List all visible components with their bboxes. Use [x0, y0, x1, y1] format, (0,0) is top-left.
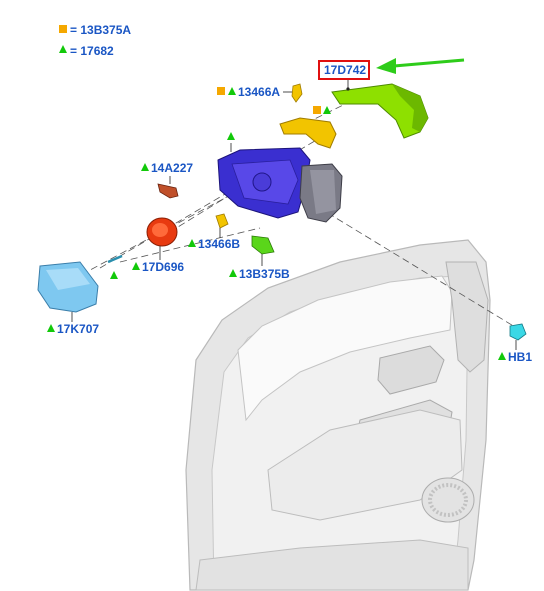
- legend-item-square: = 13B375A: [70, 23, 131, 37]
- label-HB1: HB1: [508, 350, 532, 364]
- label-13466B: 13466B: [198, 237, 240, 251]
- mirror-housing: [217, 147, 343, 223]
- mirror-glass: [37, 261, 99, 313]
- part-highlight-box: [318, 60, 370, 80]
- legend: = 13B375A = 17682: [59, 23, 131, 58]
- mirror-motor: [146, 217, 178, 247]
- legend-square-marker: [59, 25, 67, 33]
- door-panel: [185, 239, 491, 591]
- label-17D696: 17D696: [142, 260, 184, 274]
- connector-13B375B: [251, 235, 275, 255]
- label-17K707: 17K707: [57, 322, 99, 336]
- legend-item-triangle: = 17682: [70, 44, 114, 58]
- label-14A227: 14A227: [151, 161, 193, 175]
- connector-14A227: [157, 183, 179, 199]
- label-13B375B: 13B375B: [239, 267, 290, 281]
- screw: [107, 254, 123, 264]
- callout-arrow: [376, 58, 465, 74]
- clip-13466B: [215, 213, 229, 229]
- bolt-HB1: [509, 323, 527, 341]
- label-13466A: 13466A: [238, 85, 280, 99]
- clip-13466A: [291, 83, 303, 103]
- label-17D742: 17D742: [324, 63, 366, 77]
- mirror-bracket: [279, 117, 337, 149]
- legend-triangle-marker: [59, 45, 67, 53]
- mirror-cap: [331, 83, 429, 139]
